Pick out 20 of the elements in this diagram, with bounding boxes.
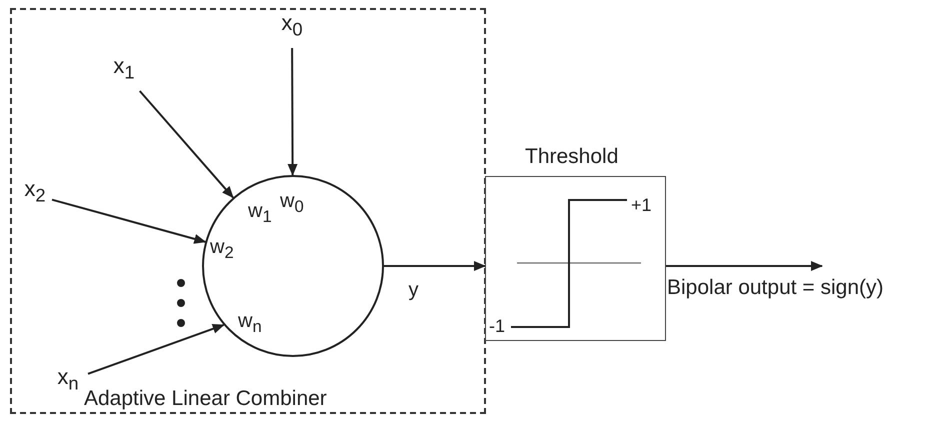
arrow xyxy=(288,48,298,176)
arrow xyxy=(88,324,225,375)
arrow xyxy=(52,198,206,244)
input-label: x$_{2}$ xyxy=(18,178,52,212)
arrow xyxy=(384,261,486,271)
input-label: x$_{1}$ xyxy=(106,55,142,91)
edge-label: y xyxy=(408,280,418,300)
dashed-boundary-box xyxy=(10,8,486,414)
summing-circle xyxy=(202,175,384,357)
weight-label: w$_{0}$ xyxy=(280,191,304,216)
output-label: Bipolar output = sign(y) xyxy=(667,266,945,306)
level-label: +1 xyxy=(631,196,652,214)
threshold-heading: Threshold xyxy=(525,146,618,167)
input-label: x$_{0}$ xyxy=(276,12,308,48)
weight-label: w$_{1}$ xyxy=(248,201,272,226)
level-label: -1 xyxy=(489,317,506,335)
weight-label: w$_{2}$ xyxy=(210,237,234,262)
weight-label: w$_{n}$ xyxy=(238,311,262,336)
arrow xyxy=(139,90,234,198)
arrow xyxy=(666,261,823,271)
